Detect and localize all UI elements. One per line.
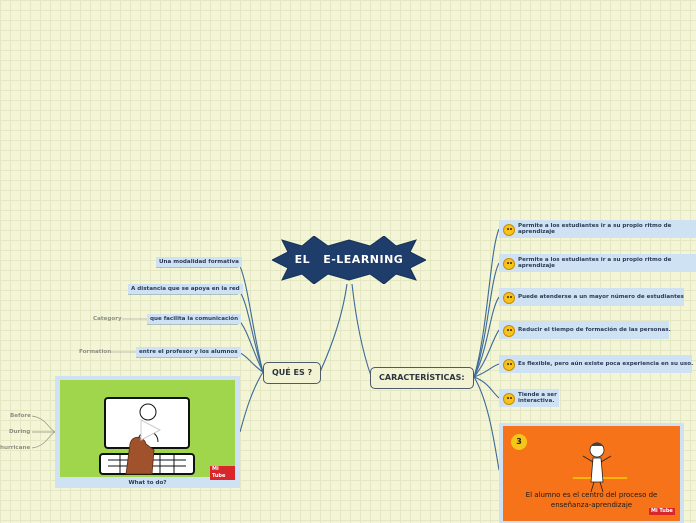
- video-caption: What to do?: [128, 480, 167, 486]
- subtopic-comunicacion[interactable]: que facilita la comunicación: [147, 314, 242, 324]
- feature-ritmo-2[interactable]: Permite a los estudiantes ir a su propio…: [499, 254, 696, 272]
- video-card-orange[interactable]: 3 El alumno es el centro del proceso de e…: [499, 423, 684, 523]
- feature-line: interactiva.: [518, 398, 555, 404]
- feature-line: Reducir el tiempo de formación de las pe…: [518, 327, 671, 333]
- central-title-word-2: E-LEARNING: [323, 253, 404, 266]
- feature-flexible[interactable]: Es flexible, pero aún existe poca experi…: [499, 355, 694, 373]
- branch-hurricane: hurricane: [0, 445, 31, 451]
- orange-thumbnail[interactable]: 3 El alumno es el centro del proceso de e…: [503, 426, 680, 521]
- smirk-emoji-icon: [503, 393, 515, 405]
- video-thumbnail[interactable]: Mi Tube: [60, 380, 235, 480]
- tag-formation: Formation: [79, 349, 112, 355]
- feature-line: Puede atenderse a un mayor número de est…: [518, 294, 684, 300]
- central-topic[interactable]: EL E-LEARNING: [272, 236, 426, 284]
- feature-line: aprendizaje: [518, 263, 555, 269]
- brand-logo: Mi Tube: [649, 508, 675, 515]
- grin-emoji-icon: [503, 224, 515, 236]
- subtopic-modalidad[interactable]: Una modalidad formativa: [156, 257, 242, 267]
- tag-category: Category: [93, 316, 122, 322]
- feature-line: Tiende a ser: [518, 392, 557, 398]
- subtopic-profesor-alumnos[interactable]: entre el profesor y los alumnos: [136, 347, 241, 357]
- feature-line: Permite a los estudiantes ir a su propio…: [518, 223, 672, 229]
- feature-line: aprendizaje: [518, 229, 555, 235]
- feature-ritmo-1[interactable]: Permite a los estudiantes ir a su propio…: [499, 220, 696, 238]
- card-caption: El alumno es el centro del proceso de ens…: [503, 490, 680, 510]
- central-starburst-shape: [272, 236, 426, 284]
- topic-que-es[interactable]: QUÉ ES ?: [263, 362, 322, 384]
- card-caption-line: enseñanza-aprendizaje: [550, 501, 633, 509]
- central-title: EL E-LEARNING: [272, 236, 426, 284]
- student-figure-illustration: [573, 442, 627, 493]
- central-title-word-1: EL: [294, 253, 311, 266]
- sad-emoji-icon: [503, 258, 515, 270]
- feature-mayor-numero[interactable]: Puede atenderse a un mayor número de est…: [499, 288, 684, 306]
- branch-before: Before: [10, 413, 31, 419]
- topic-caracteristicas[interactable]: CARACTERÍSTICAS:: [370, 367, 474, 389]
- number-badge: 3: [511, 434, 527, 450]
- branch-during: During: [9, 429, 31, 435]
- feature-line: Es flexible, pero aún existe poca experi…: [518, 361, 694, 367]
- subtopic-distancia[interactable]: A distancia que se apoya en la red: [128, 284, 243, 294]
- feature-line: Permite a los estudiantes ir a su propio…: [518, 257, 672, 263]
- wink-emoji-icon: [503, 325, 515, 337]
- video-card[interactable]: Mi Tube What to do?: [55, 376, 240, 488]
- card-caption-line: El alumno es el centro del proceso de: [525, 491, 658, 499]
- smile-emoji-icon: [503, 292, 515, 304]
- brand-logo: Mi Tube: [210, 466, 235, 480]
- thinking-emoji-icon: [503, 359, 515, 371]
- feature-reducir-tiempo[interactable]: Reducir el tiempo de formación de las pe…: [499, 321, 671, 339]
- play-icon[interactable]: [138, 418, 162, 442]
